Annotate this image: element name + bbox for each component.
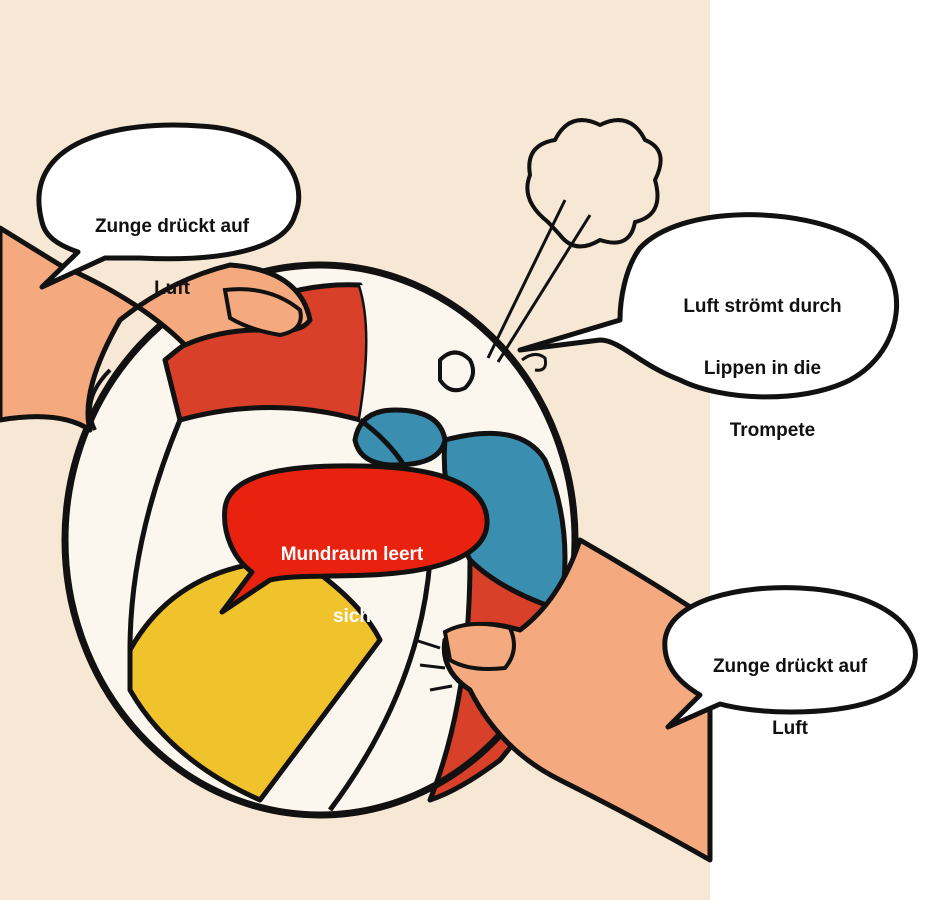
speech-bubble-top-right: [517, 212, 900, 400]
bubble-line: Luft strömt durch: [683, 296, 842, 317]
hand-left-icon: [0, 225, 313, 433]
bubble-text-top-right: Luft strömt durch Lippen in die Trompete: [650, 260, 875, 477]
bubble-text-bottom-right: Zunge drückt auf Luft: [680, 620, 900, 775]
speech-bubble-top-left: [36, 122, 302, 290]
bubble-text-center: Mundraum leert sich: [232, 508, 472, 663]
bubble-text-top-left: Zunge drückt auf Luft: [62, 180, 282, 335]
air-puff-cloud-icon: [486, 118, 663, 372]
bubble-line: Luft: [772, 718, 808, 739]
speech-bubble-center: [219, 463, 490, 615]
bubble-line: Lippen in die: [703, 358, 822, 379]
bubble-line: Zunge drückt auf: [712, 656, 868, 677]
hand-right-icon: [414, 537, 713, 863]
bubble-line: Trompete: [729, 420, 816, 441]
bubble-line: Luft: [154, 278, 190, 299]
bubble-line: Mundraum leert: [280, 544, 424, 565]
speech-bubble-bottom-right: [662, 585, 918, 730]
bubble-line: Zunge drückt auf: [94, 216, 250, 237]
bubble-line: sich: [332, 606, 372, 627]
